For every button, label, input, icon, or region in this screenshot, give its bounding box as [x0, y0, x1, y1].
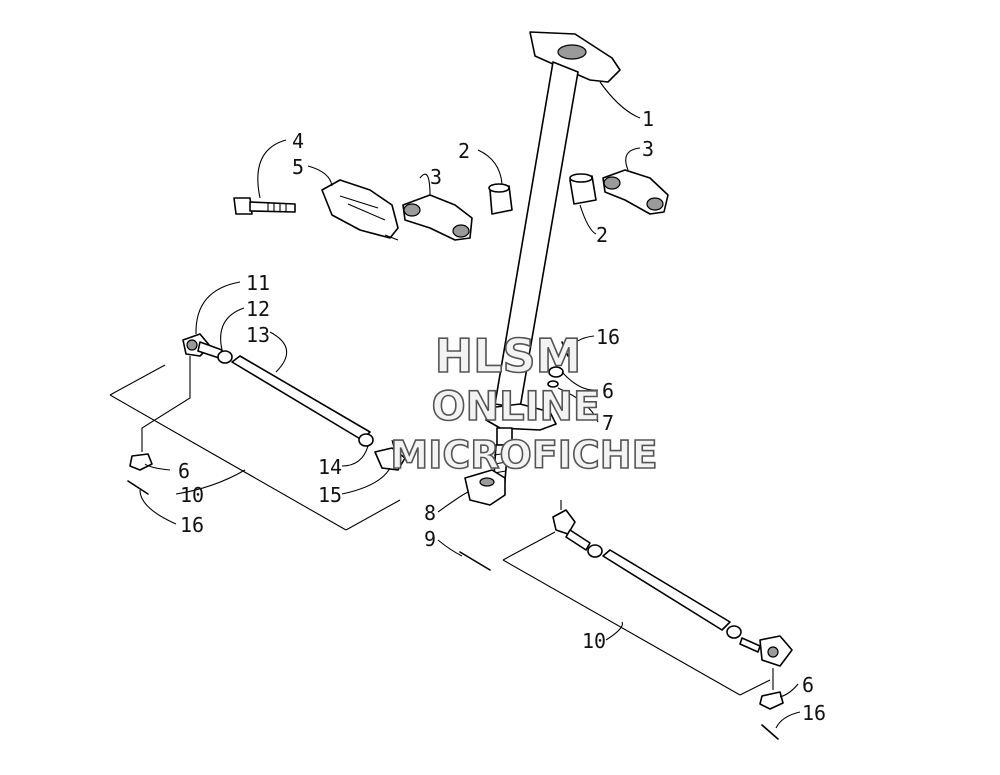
callout-10-left: 10: [180, 483, 204, 507]
callout-11: 11: [246, 271, 270, 295]
callout-8: 8: [424, 501, 436, 525]
watermark-line-3: MICROFICHE: [390, 433, 657, 477]
callout-16-left: 16: [180, 513, 204, 537]
clamp-right: [602, 169, 669, 215]
bushing-left: [488, 183, 513, 215]
leader-lines: [139, 81, 801, 729]
callout-14: 14: [318, 455, 342, 479]
tie-rod-right: [502, 500, 793, 740]
nut-washer-center: [459, 341, 569, 571]
callout-7: 7: [602, 411, 614, 435]
callout-12: 12: [246, 297, 270, 321]
bushing-right: [569, 173, 597, 205]
callout-6-left: 6: [178, 459, 190, 483]
watermark-line-2: ONLINE: [432, 384, 601, 430]
lock-plate: [321, 179, 399, 241]
bolt: [233, 197, 296, 215]
callout-16-center: 16: [596, 325, 620, 349]
callout-6-center: 6: [602, 379, 614, 403]
callout-10-right: 10: [582, 629, 606, 653]
callout-2-lower: 2: [596, 223, 608, 247]
callout-3-right: 3: [642, 137, 654, 161]
callout-1: 1: [642, 107, 654, 131]
callout-2-upper: 2: [458, 139, 470, 163]
callout-5: 5: [292, 155, 304, 179]
callout-4: 4: [292, 129, 304, 153]
callout-3-left: 3: [430, 165, 442, 189]
clamp-left: [402, 194, 473, 241]
tie-rod-left: [109, 333, 406, 531]
callout-6-right: 6: [802, 673, 814, 697]
callout-15: 15: [318, 483, 342, 507]
callout-9: 9: [424, 527, 436, 551]
watermark-line-1: HLSM: [435, 329, 582, 383]
callout-16-right: 16: [802, 701, 826, 725]
callout-13: 13: [246, 323, 270, 347]
